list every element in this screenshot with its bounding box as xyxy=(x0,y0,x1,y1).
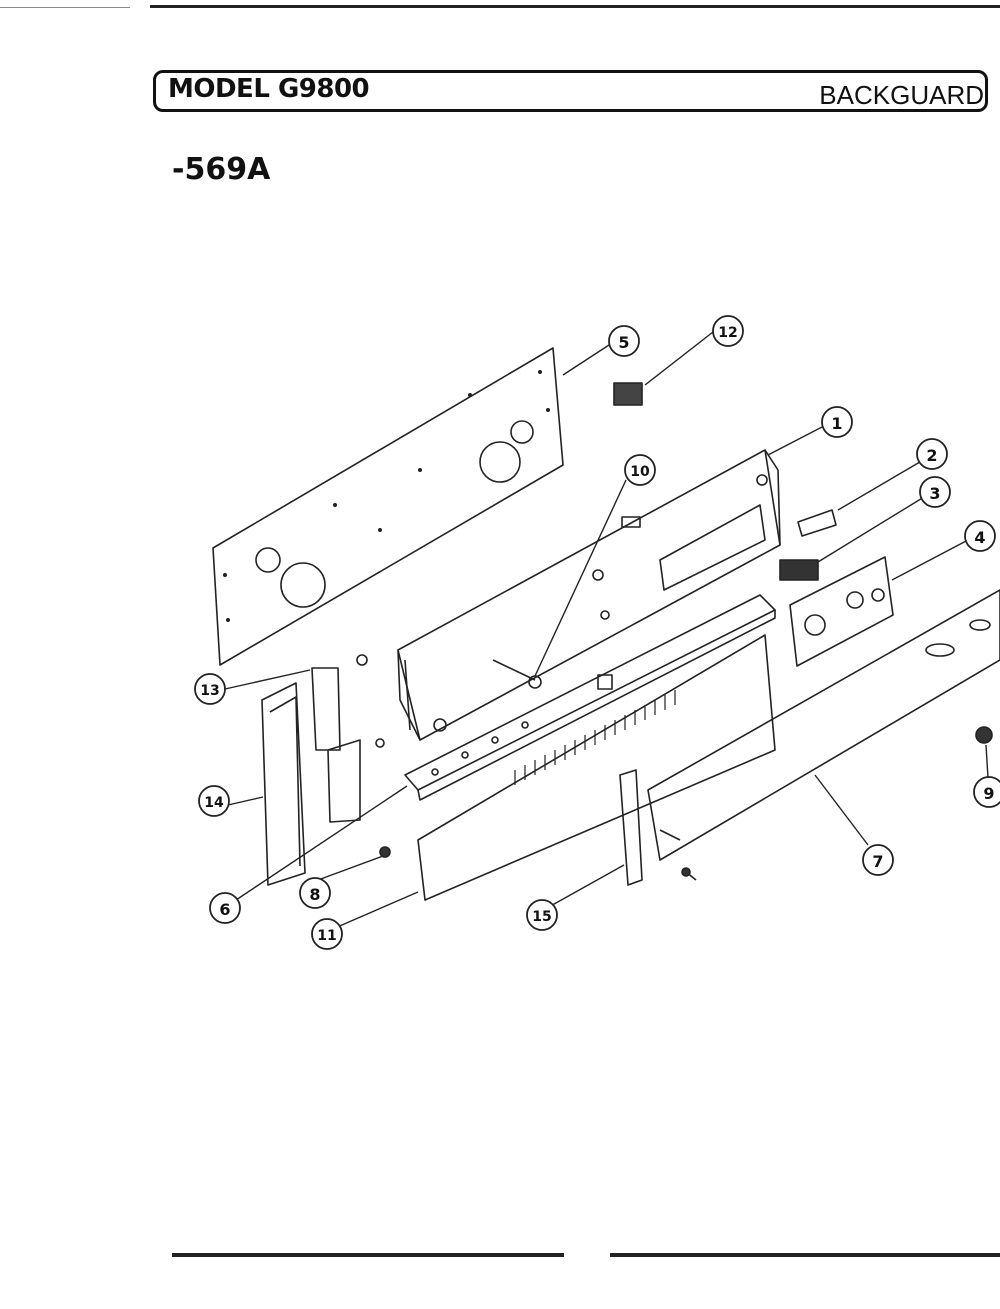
svg-text:5: 5 xyxy=(618,333,629,352)
svg-text:8: 8 xyxy=(309,885,320,904)
variant-code: -569A xyxy=(172,152,271,187)
svg-text:14: 14 xyxy=(204,795,224,811)
part-glass-panel xyxy=(647,589,1000,861)
section-title: BACKGUARD xyxy=(819,80,984,110)
svg-text:11: 11 xyxy=(317,928,336,944)
callouts: 1 2 3 4 5 6 7 8 9 10 11 12 13 14 15 xyxy=(194,315,1000,950)
svg-text:10: 10 xyxy=(630,464,650,480)
bottom-rule-left xyxy=(172,1253,564,1257)
part-side-bracket xyxy=(311,667,361,823)
part-pin xyxy=(492,659,542,689)
callout-15: 15 xyxy=(526,899,558,931)
header-box xyxy=(153,70,988,112)
svg-text:6: 6 xyxy=(219,900,230,919)
part-end-cap xyxy=(261,682,306,886)
callout-13: 13 xyxy=(194,673,226,705)
callout-5: 5 xyxy=(608,325,640,357)
part-vent-trim xyxy=(417,634,776,901)
svg-text:12: 12 xyxy=(718,325,737,341)
svg-text:4: 4 xyxy=(974,528,985,547)
callout-6: 6 xyxy=(209,892,241,924)
part-strip xyxy=(619,769,643,886)
part-screw-side xyxy=(375,738,385,748)
part-channel-bracket xyxy=(404,594,776,801)
callout-11: 11 xyxy=(311,918,343,950)
callout-12: 12 xyxy=(712,315,744,347)
part-rear-panel xyxy=(212,347,564,666)
callout-7: 7 xyxy=(862,844,894,876)
svg-text:1: 1 xyxy=(831,414,842,433)
callout-4: 4 xyxy=(964,520,996,552)
part-knob xyxy=(975,726,993,744)
svg-text:3: 3 xyxy=(929,484,940,503)
svg-text:2: 2 xyxy=(926,446,937,465)
model-title: MODEL G9800 xyxy=(168,74,370,104)
part-backguard-housing xyxy=(356,449,781,741)
part-screw-front xyxy=(681,867,697,881)
top-rule-left xyxy=(0,7,130,8)
svg-text:9: 9 xyxy=(983,784,994,803)
svg-text:13: 13 xyxy=(200,683,219,699)
part-switch xyxy=(613,382,643,406)
bottom-rule-right xyxy=(610,1253,1000,1257)
callout-1: 1 xyxy=(821,406,853,438)
callout-10: 10 xyxy=(624,454,656,486)
callout-9: 9 xyxy=(973,776,1000,808)
svg-text:15: 15 xyxy=(532,909,551,925)
top-rule xyxy=(150,5,1000,8)
callout-8: 8 xyxy=(299,877,331,909)
leader-lines xyxy=(224,331,989,929)
part-control-module xyxy=(789,556,894,667)
part-clip xyxy=(797,509,837,537)
part-screw-8 xyxy=(379,846,391,858)
callout-3: 3 xyxy=(919,476,951,508)
callout-2: 2 xyxy=(916,438,948,470)
part-terminal-block xyxy=(779,559,819,581)
callout-14: 14 xyxy=(198,785,230,817)
svg-text:7: 7 xyxy=(872,852,883,871)
